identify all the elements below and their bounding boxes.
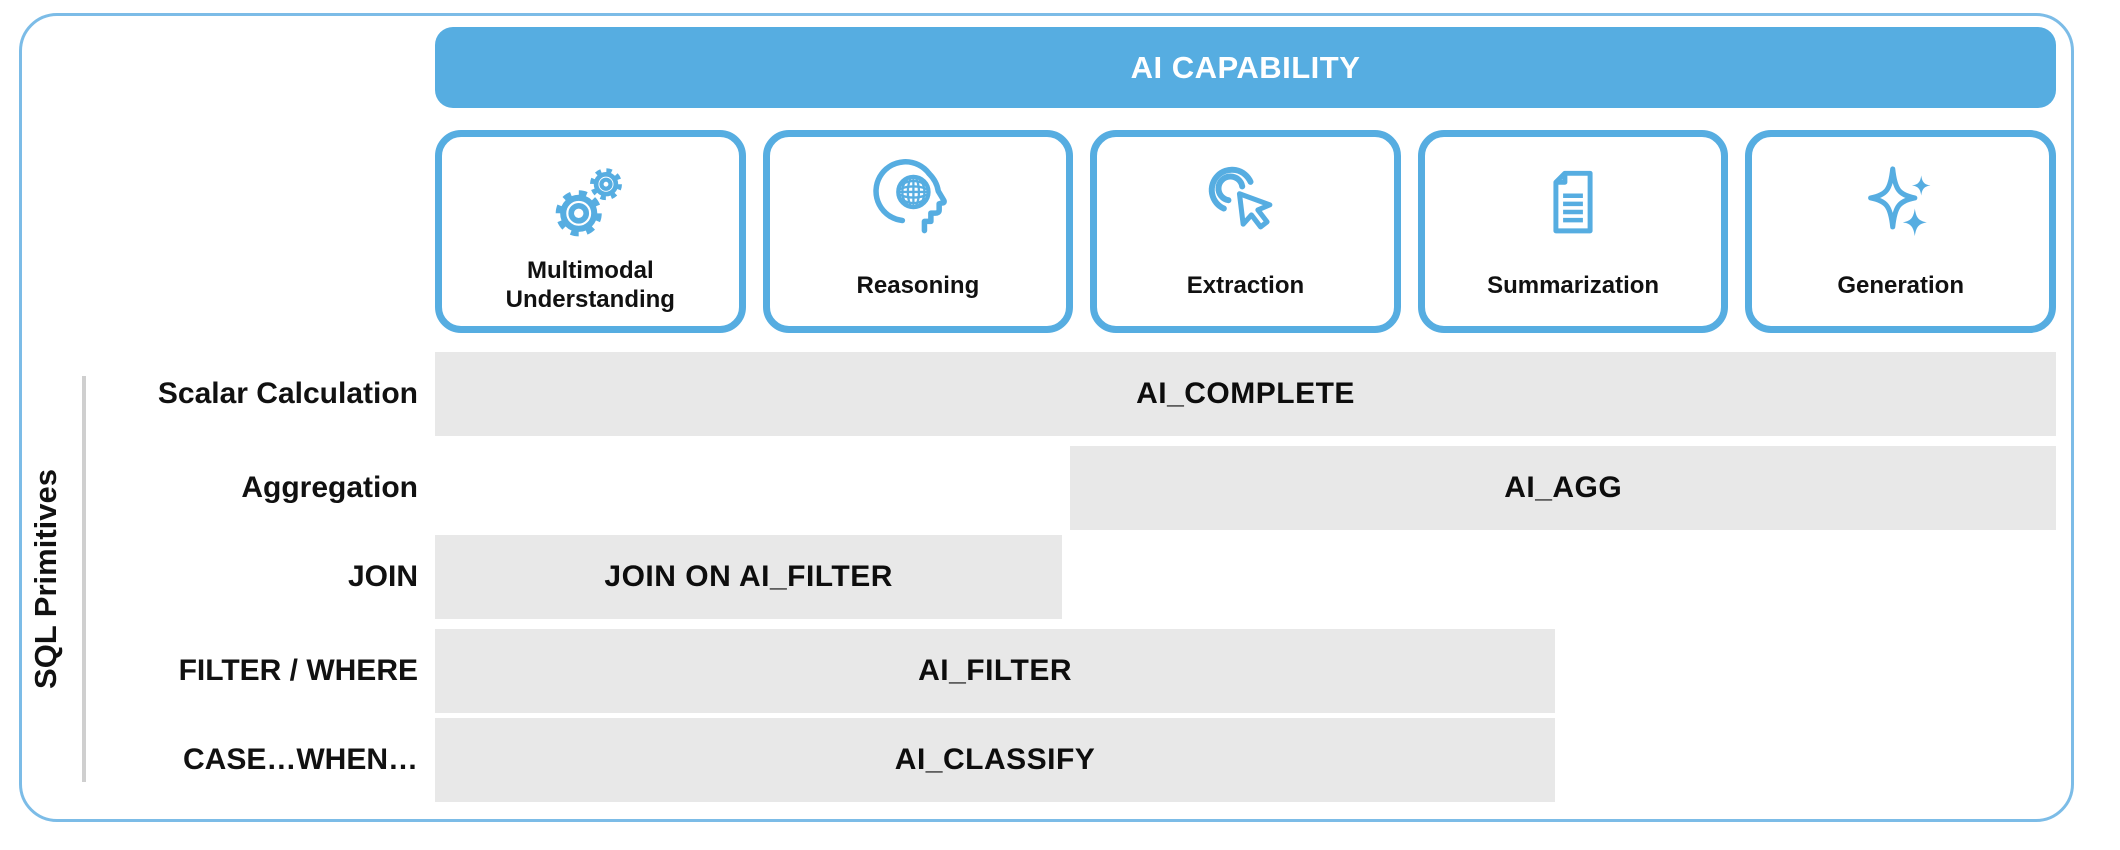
card-label: Extraction bbox=[1186, 271, 1305, 299]
card-multimodal-understanding: Multimodal Understanding bbox=[435, 130, 746, 333]
row-label-case-when: CASE…WHEN… bbox=[182, 743, 418, 776]
document-icon bbox=[1528, 155, 1618, 251]
row-label-aggregation: Aggregation bbox=[241, 471, 418, 504]
row-label-join: JOIN bbox=[347, 560, 418, 593]
gears-icon bbox=[543, 155, 637, 251]
card-summarization: Summarization bbox=[1417, 130, 1729, 333]
bar-ai-complete: AI_COMPLETE bbox=[435, 352, 2056, 436]
row-label-filter-where: FILTER / WHERE bbox=[178, 654, 418, 687]
ai-capability-title: AI CAPABILITY bbox=[1130, 49, 1361, 85]
cursor-click-icon bbox=[1199, 155, 1291, 251]
bar-join-on-ai-filter: JOIN ON AI_FILTER bbox=[435, 535, 1063, 619]
card-extraction: Extraction bbox=[1090, 130, 1401, 333]
bar-ai-filter: AI_FILTER bbox=[435, 629, 1556, 713]
card-reasoning: Reasoning bbox=[762, 130, 1074, 333]
card-generation: Generation bbox=[1745, 130, 2056, 333]
card-label: Summarization bbox=[1487, 271, 1660, 299]
sparkles-icon bbox=[1855, 155, 1947, 251]
card-label: Reasoning bbox=[856, 271, 980, 299]
sql-primitives-axis-label: SQL Primitives bbox=[28, 469, 63, 689]
sql-primitives-bracket-line bbox=[82, 376, 86, 782]
capability-cards-row: Multimodal Understanding Reasoning bbox=[435, 130, 2056, 333]
ai-capability-header: AI CAPABILITY bbox=[435, 27, 2056, 108]
row-label-scalar-calculation: Scalar Calculation bbox=[157, 377, 418, 410]
card-label: Generation bbox=[1837, 271, 1965, 299]
bar-ai-classify: AI_CLASSIFY bbox=[435, 718, 1556, 802]
head-globe-icon bbox=[872, 155, 964, 251]
card-label: Multimodal Understanding bbox=[505, 257, 675, 313]
bar-ai-agg: AI_AGG bbox=[1070, 446, 2056, 530]
